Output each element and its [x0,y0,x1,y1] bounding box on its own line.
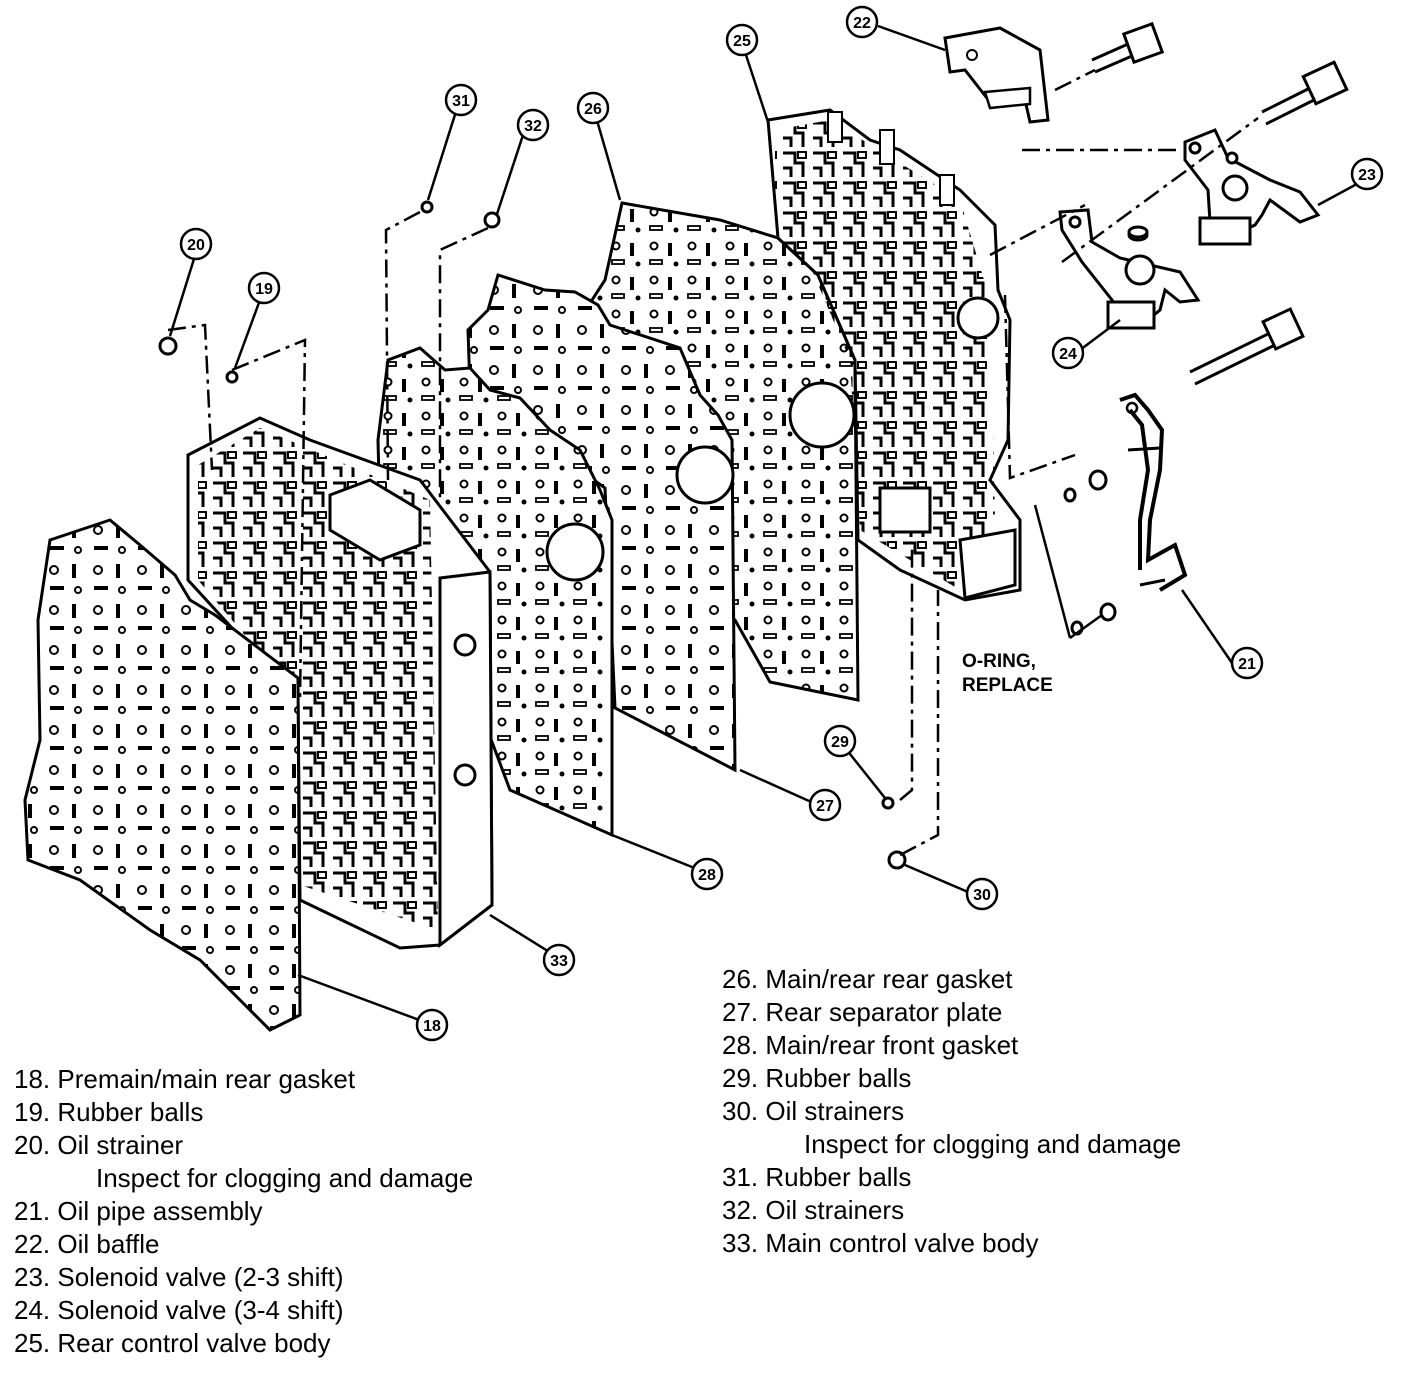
rubber-ball-29 [881,796,895,810]
callout-29: 29 [823,724,857,758]
svg-text:23: 23 [1358,167,1376,184]
legend-item-30-note: Inspect for clogging and damage [804,1129,1182,1159]
svg-text:21: 21 [1238,656,1256,673]
legend-item-32: 32. Oil strainers [722,1195,905,1225]
svg-text:30: 30 [973,887,991,904]
assembly-dashed-lines [167,68,1259,857]
svg-text:26: 26 [584,101,602,118]
rubber-ball-19 [225,370,239,384]
legend-item-24: 24. Solenoid valve (3-4 shift) [14,1295,344,1325]
o-ring-note-line1: O-RING, [962,651,1036,672]
legend-item-19: 19. Rubber balls [14,1097,204,1127]
svg-text:18: 18 [423,1018,441,1035]
svg-text:31: 31 [452,93,470,110]
legend-right: 26. Main/rear rear gasket 27. Rear separ… [722,963,1181,1260]
leader-lines [168,24,1369,1026]
svg-text:28: 28 [698,867,716,884]
legend-item-28: 28. Main/rear front gasket [722,1030,1019,1060]
callouts: 22 25 23 24 21 26 32 31 20 19 29 27 28 3… [179,5,1384,1042]
legend-item-21: 21. Oil pipe assembly [14,1196,263,1226]
svg-text:19: 19 [255,281,273,298]
callout-23: 23 [1350,157,1384,191]
legend-item-33: 33. Main control valve body [722,1228,1039,1258]
svg-text:27: 27 [816,798,834,815]
svg-text:24: 24 [1059,346,1077,363]
callout-21: 21 [1230,646,1264,680]
svg-text:29: 29 [831,734,849,751]
callout-19: 19 [247,271,281,305]
oil-strainer-32 [483,211,501,229]
svg-text:33: 33 [550,953,568,970]
oil-pipe-assembly-21 [1119,392,1188,592]
oil-strainer-30 [887,850,907,870]
legend-item-20: 20. Oil strainer [14,1130,184,1160]
legend-left: 18. Premain/main rear gasket 19. Rubber … [14,1063,473,1360]
oil-strainer-20 [158,336,178,356]
o-ring-replace-note: O-RING, REPLACE [962,650,1053,698]
callout-24: 24 [1051,336,1085,370]
callout-28: 28 [690,857,724,891]
legend-item-31: 31. Rubber balls [722,1162,912,1192]
svg-text:32: 32 [524,118,542,135]
svg-text:25: 25 [733,33,751,50]
o-ring-note-line2: REPLACE [962,675,1053,696]
callout-18: 18 [415,1008,449,1042]
callout-22: 22 [845,5,879,39]
callout-27: 27 [808,788,842,822]
legend-item-22: 22. Oil baffle [14,1229,160,1259]
premain-main-rear-gasket-18 [23,518,302,1032]
main-rear-front-gasket-28 [370,346,614,838]
oil-baffle-22 [943,26,1050,124]
rear-separator-plate-27 [466,273,737,773]
callout-26: 26 [576,91,610,125]
legend-item-27: 27. Rear separator plate [722,997,1003,1027]
legend-item-23: 23. Solenoid valve (2-3 shift) [14,1262,344,1292]
legend-item-20-note: Inspect for clogging and damage [96,1163,474,1193]
legend-item-25: 25. Rear control valve body [14,1328,331,1358]
legend-item-18: 18. Premain/main rear gasket [14,1064,356,1094]
rear-control-valve-body-25 [766,108,1022,602]
legend-item-26: 26. Main/rear rear gasket [722,964,1013,994]
rubber-balls-and-strainers [158,200,907,870]
callout-30: 30 [965,877,999,911]
callout-20: 20 [179,227,213,261]
callout-32: 32 [516,108,550,142]
solenoid-valve-23-2-3-shift [1183,128,1321,246]
solenoid-valve-24-3-4-shift [1058,208,1201,330]
legend-item-30: 30. Oil strainers [722,1096,905,1126]
callout-25: 25 [725,23,759,57]
rubber-ball-31 [420,200,434,214]
svg-text:20: 20 [187,237,205,254]
callout-33: 33 [542,943,576,977]
legend-item-29: 29. Rubber balls [722,1063,912,1093]
bolts [1091,21,1349,386]
svg-text:22: 22 [853,15,871,32]
callout-31: 31 [444,83,478,117]
